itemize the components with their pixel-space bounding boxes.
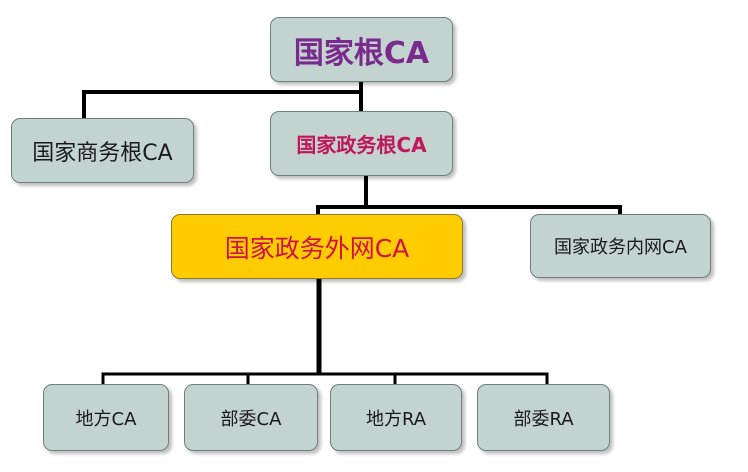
node-ministry-ca: 部委CA: [184, 384, 318, 451]
node-local-ca: 地方CA: [43, 384, 169, 451]
node-national-commerce-root-ca: 国家商务根CA: [11, 118, 194, 183]
node-government-external-network-ca: 国家政务外网CA: [171, 214, 463, 279]
node-national-government-root-ca: 国家政务根CA: [270, 111, 453, 176]
node-label: 地方RA: [365, 408, 427, 430]
node-label: 国家政务外网CA: [224, 233, 410, 263]
node-label: 国家政务内网CA: [554, 237, 687, 258]
node-label: 国家商务根CA: [32, 140, 173, 166]
node-label: 国家政务根CA: [296, 133, 427, 157]
node-local-ra: 地方RA: [330, 384, 462, 451]
node-national-root-ca: 国家根CA: [270, 17, 453, 82]
node-ministry-ra: 部委RA: [477, 384, 610, 451]
node-label: 国家根CA: [293, 35, 430, 71]
node-label: 部委RA: [513, 408, 574, 430]
node-label: 部委CA: [220, 408, 282, 430]
node-label: 地方CA: [75, 408, 137, 430]
node-government-internal-network-ca: 国家政务内网CA: [530, 214, 711, 278]
